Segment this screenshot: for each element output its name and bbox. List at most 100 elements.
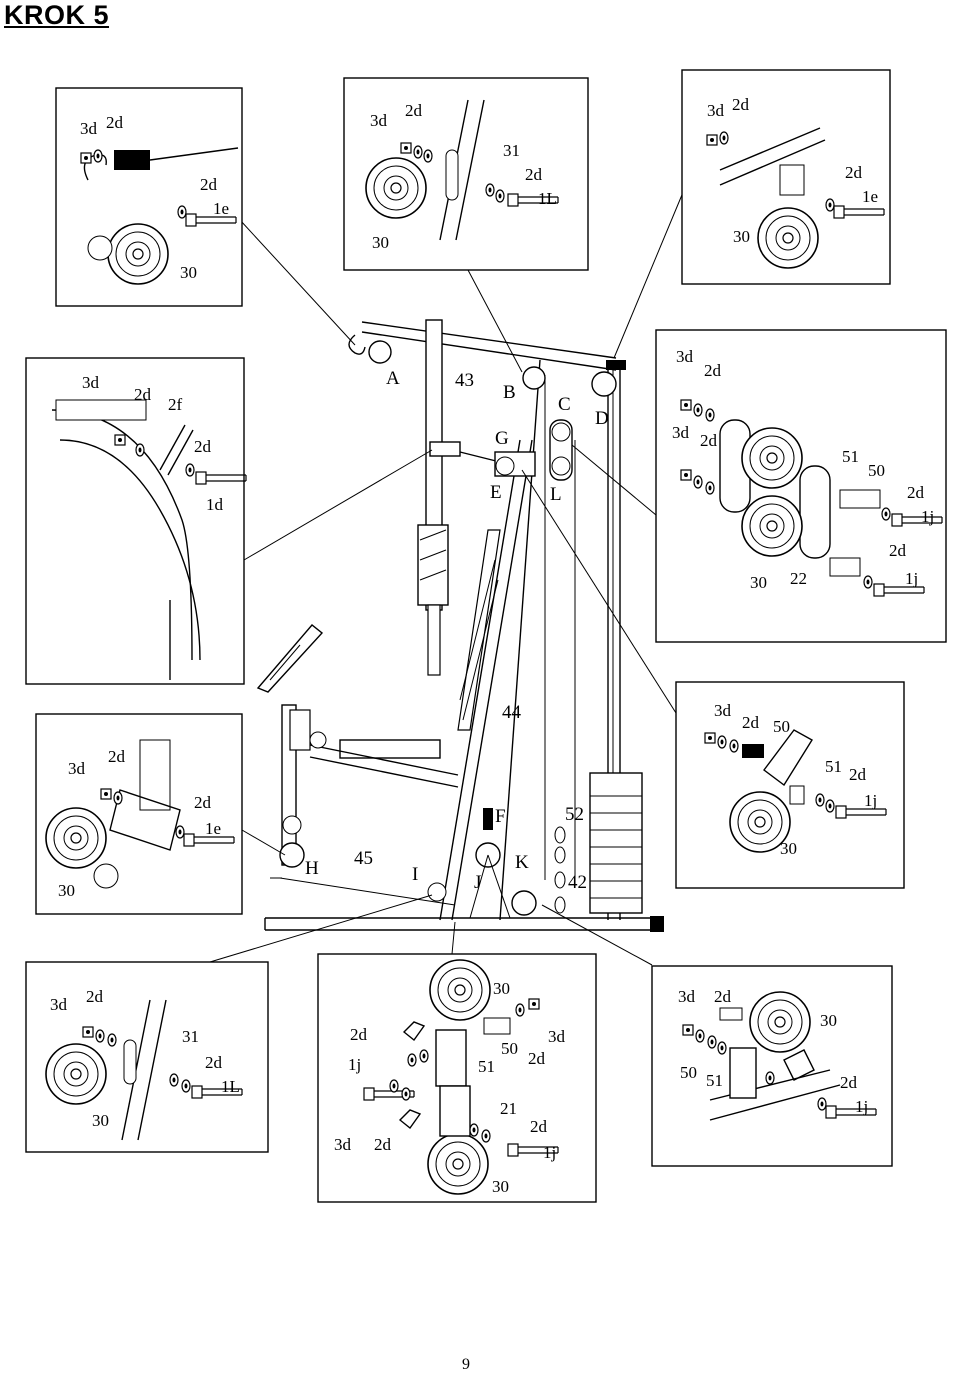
part-label: 30 (180, 263, 197, 282)
part-label: 51 (842, 447, 859, 466)
part-label: 2d (525, 165, 543, 184)
detail-pulley-H: 3d 2d 2d 1e 30 (35, 713, 243, 915)
label-E: E (490, 482, 502, 503)
detail-pulley-K: 3d 2d 30 50 51 2d 1j (651, 965, 893, 1167)
part-label: 2d (889, 541, 907, 560)
part-label: 30 (733, 227, 750, 246)
machine-labels: A 43 B C D G E L 44 52 F 45 K H I J 42 (305, 368, 609, 893)
label-B: B (503, 382, 516, 403)
part-label: 2d (907, 483, 925, 502)
part-label: 31 (503, 141, 520, 160)
machine-frame (256, 319, 664, 932)
part-label: 21 (500, 1099, 517, 1118)
part-label: 3d (548, 1027, 566, 1046)
part-label: 1j (543, 1143, 556, 1162)
part-label: 2d (194, 793, 212, 812)
part-label: 2d (530, 1117, 548, 1136)
part-label: 2f (168, 395, 183, 414)
part-label: 3d (334, 1135, 352, 1154)
part-label: 1e (862, 187, 878, 206)
part-label: 30 (750, 573, 767, 592)
label-43: 43 (455, 370, 474, 391)
label-I: I (412, 864, 418, 885)
detail-pulley-A: 3d 2d 2d 1e 30 (55, 87, 243, 307)
part-label: 2d (732, 95, 750, 114)
part-label: 51 (706, 1071, 723, 1090)
part-label: 3d (676, 347, 694, 366)
part-label: 1e (205, 819, 221, 838)
part-label: 2d (405, 101, 423, 120)
part-label: 3d (370, 111, 388, 130)
part-label: 30 (58, 881, 75, 900)
part-label: 51 (478, 1057, 495, 1076)
part-label: 1j (864, 791, 877, 810)
label-C: C (558, 394, 571, 415)
detail-double-pulley-J: 30 2d 3d 1j 51 50 2d 21 3d 2d 2d 1j 30 (317, 953, 597, 1203)
part-label: 22 (790, 569, 807, 588)
detail-pulley-E: 3d 2d 50 51 2d 1j 30 (675, 681, 905, 889)
part-label: 2d (205, 1053, 223, 1072)
page-title: KROK 5 (4, 0, 110, 30)
part-label: 30 (820, 1011, 837, 1030)
part-label: 3d (707, 101, 725, 120)
part-label: 50 (680, 1063, 697, 1082)
part-label: 1j (348, 1055, 361, 1074)
part-label: 2d (714, 987, 732, 1006)
detail-pulley-D: 3d 2d 2d 1e 30 (681, 69, 891, 285)
detail-bracket-G: 3d 2d 2f 2d 1d (25, 357, 247, 685)
label-D: D (595, 408, 609, 429)
leader-lines (209, 189, 685, 966)
part-label: 2d (374, 1135, 392, 1154)
part-label: 1L (221, 1077, 240, 1096)
part-label: 1d (206, 495, 224, 514)
part-label: 3d (68, 759, 86, 778)
part-label: 1e (213, 199, 229, 218)
part-label: 3d (678, 987, 696, 1006)
detail-pulley-I: 3d 2d 31 2d 1L 30 (25, 961, 269, 1153)
part-label: 2d (845, 163, 863, 182)
label-45: 45 (354, 848, 373, 869)
part-label: 1j (905, 569, 918, 588)
part-label: 31 (182, 1027, 199, 1046)
part-label: 1j (855, 1097, 868, 1116)
part-label: 2d (700, 431, 718, 450)
label-K: K (515, 852, 529, 873)
part-label: 50 (868, 461, 885, 480)
label-J: J (474, 872, 481, 893)
label-H: H (305, 858, 319, 879)
detail-pulley-B: 3d 2d 31 2d 1L 30 (343, 77, 589, 271)
label-44: 44 (502, 702, 522, 723)
label-F: F (495, 806, 506, 827)
part-label: 2d (134, 385, 152, 404)
part-label: 2d (200, 175, 218, 194)
part-label: 51 (825, 757, 842, 776)
part-label: 3d (82, 373, 100, 392)
part-label: 2d (742, 713, 760, 732)
part-label: 30 (92, 1111, 109, 1130)
part-label: 30 (372, 233, 389, 252)
part-label: 2d (528, 1049, 546, 1068)
part-label: 50 (501, 1039, 518, 1058)
part-label: 2d (849, 765, 867, 784)
part-label: 2d (106, 113, 124, 132)
label-G: G (495, 428, 509, 449)
part-label: 3d (50, 995, 68, 1014)
label-A: A (386, 368, 400, 389)
part-label: 2d (86, 987, 104, 1006)
part-label: 2d (194, 437, 212, 456)
page-number: 9 (462, 1356, 470, 1373)
part-label: 2d (108, 747, 126, 766)
part-label: 30 (492, 1177, 509, 1196)
label-42: 42 (568, 872, 587, 893)
part-label: 3d (714, 701, 732, 720)
part-label: 1j (921, 507, 934, 526)
part-label: 2d (704, 361, 722, 380)
part-label: 2d (840, 1073, 858, 1092)
part-label: 50 (773, 717, 790, 736)
part-label: 1L (538, 189, 557, 208)
part-label: 3d (672, 423, 690, 442)
label-L: L (550, 484, 562, 505)
part-label: 2d (350, 1025, 368, 1044)
part-label: 30 (493, 979, 510, 998)
